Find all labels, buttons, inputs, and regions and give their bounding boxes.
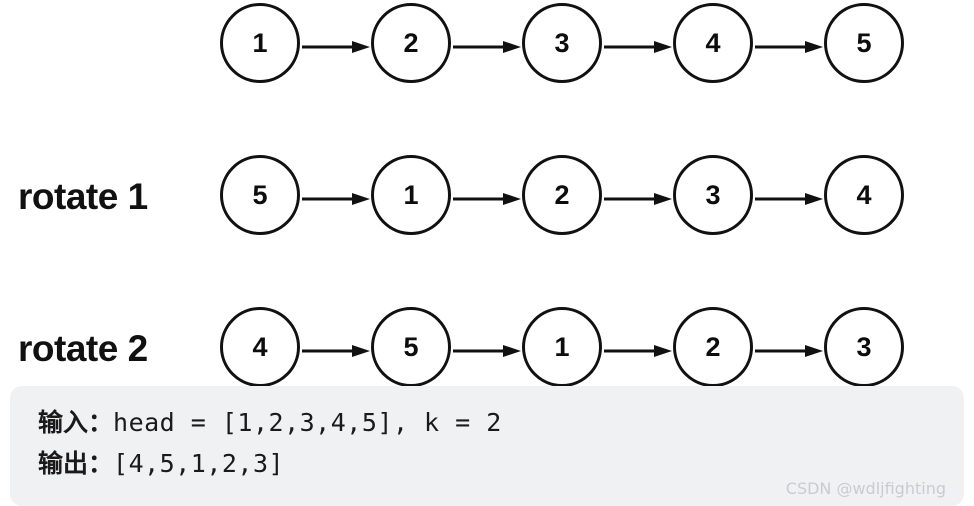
list-node: 4 — [824, 155, 904, 235]
list-node: 3 — [673, 155, 753, 235]
node-value: 5 — [403, 332, 419, 362]
linked-list-row-2: rotate 2 4 5 1 2 3 — [0, 304, 974, 394]
node-value: 5 — [856, 28, 872, 58]
list-node: 1 — [220, 3, 300, 83]
watermark-text: CSDN @wdljfighting — [785, 479, 946, 498]
arrow-icon — [604, 344, 672, 357]
list-node: 2 — [522, 155, 602, 235]
node-value: 3 — [554, 28, 570, 58]
node-value: 4 — [856, 180, 872, 210]
list-node: 1 — [522, 307, 602, 387]
node-value: 4 — [252, 332, 268, 362]
example-output-code: [4,5,1,2,3] — [113, 449, 285, 478]
arrow-icon — [302, 192, 370, 205]
node-value: 2 — [554, 180, 570, 210]
node-value: 1 — [554, 332, 570, 362]
example-output-line: 输出：[4,5,1,2,3] — [38, 443, 964, 484]
arrow-icon — [755, 192, 823, 205]
list-node: 4 — [220, 307, 300, 387]
list-node: 4 — [673, 3, 753, 83]
arrow-icon — [755, 40, 823, 53]
list-node: 2 — [371, 3, 451, 83]
example-input-label: 输入： — [38, 408, 114, 437]
row-label-2: rotate 2 — [18, 328, 148, 369]
linked-list-row-1: rotate 1 5 1 2 3 4 — [0, 152, 974, 242]
arrow-icon — [755, 344, 823, 357]
example-input-line: 输入：head = [1,2,3,4,5], k = 2 — [38, 402, 964, 443]
node-value: 2 — [403, 28, 419, 58]
arrow-icon — [453, 40, 521, 53]
arrow-icon — [302, 344, 370, 357]
node-value: 5 — [252, 180, 268, 210]
list-node: 1 — [371, 155, 451, 235]
row-label-1: rotate 1 — [18, 176, 148, 217]
arrow-icon — [453, 344, 521, 357]
linked-list-row-0: 1 2 3 4 5 — [0, 0, 974, 90]
list-node: 5 — [371, 307, 451, 387]
list-node: 3 — [824, 307, 904, 387]
node-value: 3 — [705, 180, 721, 210]
list-node: 5 — [824, 3, 904, 83]
arrow-icon — [604, 192, 672, 205]
node-value: 2 — [705, 332, 721, 362]
list-node: 5 — [220, 155, 300, 235]
example-input-code: head = [1,2,3,4,5], k = 2 — [113, 408, 502, 437]
list-node: 2 — [673, 307, 753, 387]
arrow-icon — [302, 40, 370, 53]
arrow-icon — [453, 192, 521, 205]
node-value: 3 — [856, 332, 872, 362]
node-value: 1 — [252, 28, 268, 58]
arrow-icon — [604, 40, 672, 53]
example-io-panel: 输入：head = [1,2,3,4,5], k = 2 输出：[4,5,1,2… — [10, 386, 964, 506]
node-value: 1 — [403, 180, 419, 210]
example-output-label: 输出： — [38, 449, 114, 478]
node-value: 4 — [705, 28, 721, 58]
list-node: 3 — [522, 3, 602, 83]
